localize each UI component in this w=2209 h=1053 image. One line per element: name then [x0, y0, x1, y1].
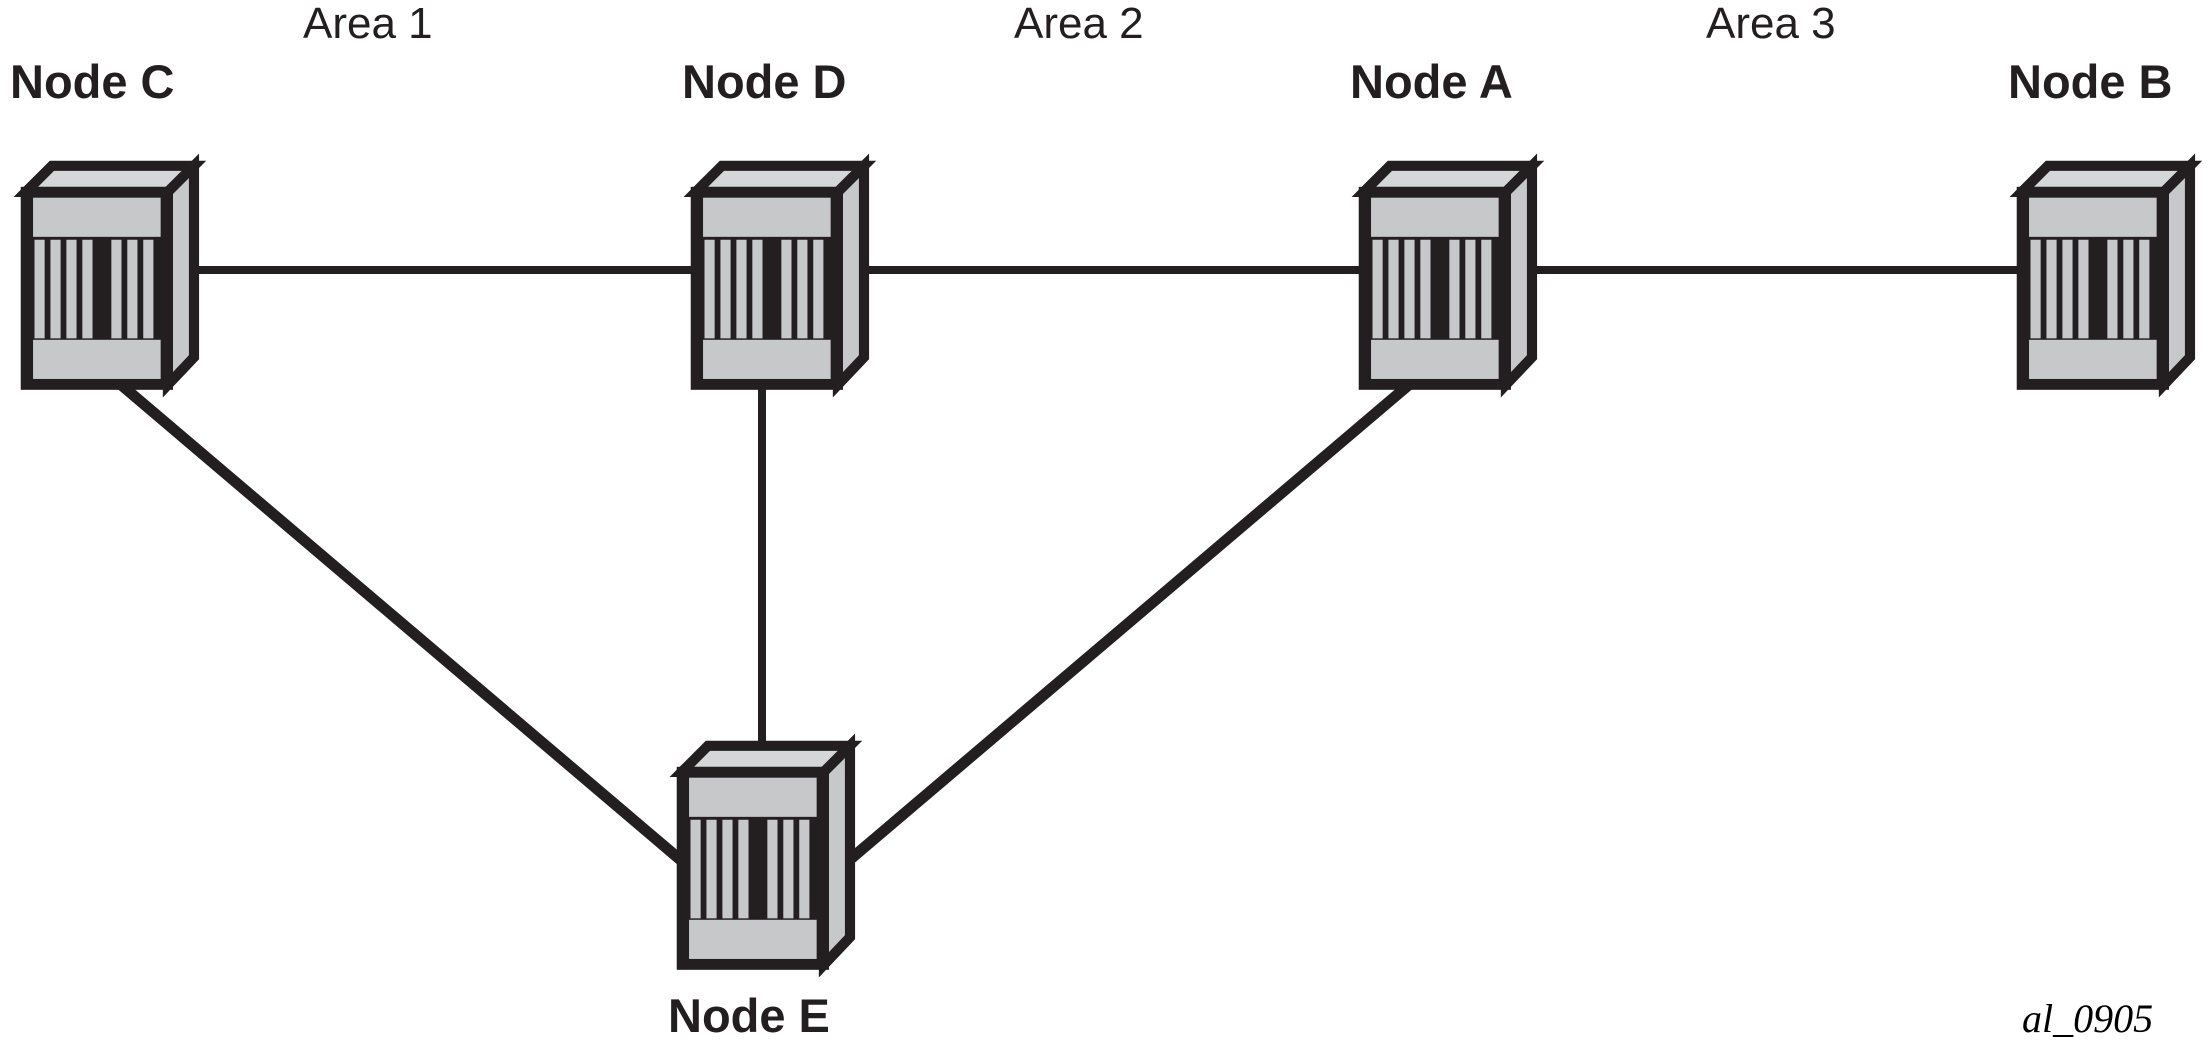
- link-group: [102, 266, 2040, 873]
- node-a[interactable]: [1364, 166, 1532, 385]
- node-label-c: Node C: [10, 55, 175, 108]
- router-box-icon: [2022, 166, 2190, 385]
- area-label-3: Area 3: [1706, 0, 1836, 48]
- node-label-b: Node B: [2008, 55, 2173, 108]
- node-label-e: Node E: [668, 989, 830, 1042]
- router-box-icon: [26, 166, 194, 385]
- figure-id-caption: al_0905: [2022, 996, 2153, 1041]
- link-node-a-node-e[interactable]: [836, 367, 1428, 873]
- router-box-icon: [682, 746, 850, 965]
- node-b[interactable]: [2022, 166, 2190, 385]
- node-d[interactable]: [696, 166, 864, 385]
- node-label-d: Node D: [682, 55, 847, 108]
- router-box-icon: [696, 166, 864, 385]
- router-box-icon: [1364, 166, 1532, 385]
- area-label-2: Area 2: [1014, 0, 1144, 48]
- area-label-1: Area 1: [303, 0, 433, 48]
- node-e[interactable]: [682, 746, 850, 965]
- link-node-c-node-e[interactable]: [102, 367, 694, 873]
- node-c[interactable]: [26, 166, 194, 385]
- node-label-a: Node A: [1350, 55, 1513, 108]
